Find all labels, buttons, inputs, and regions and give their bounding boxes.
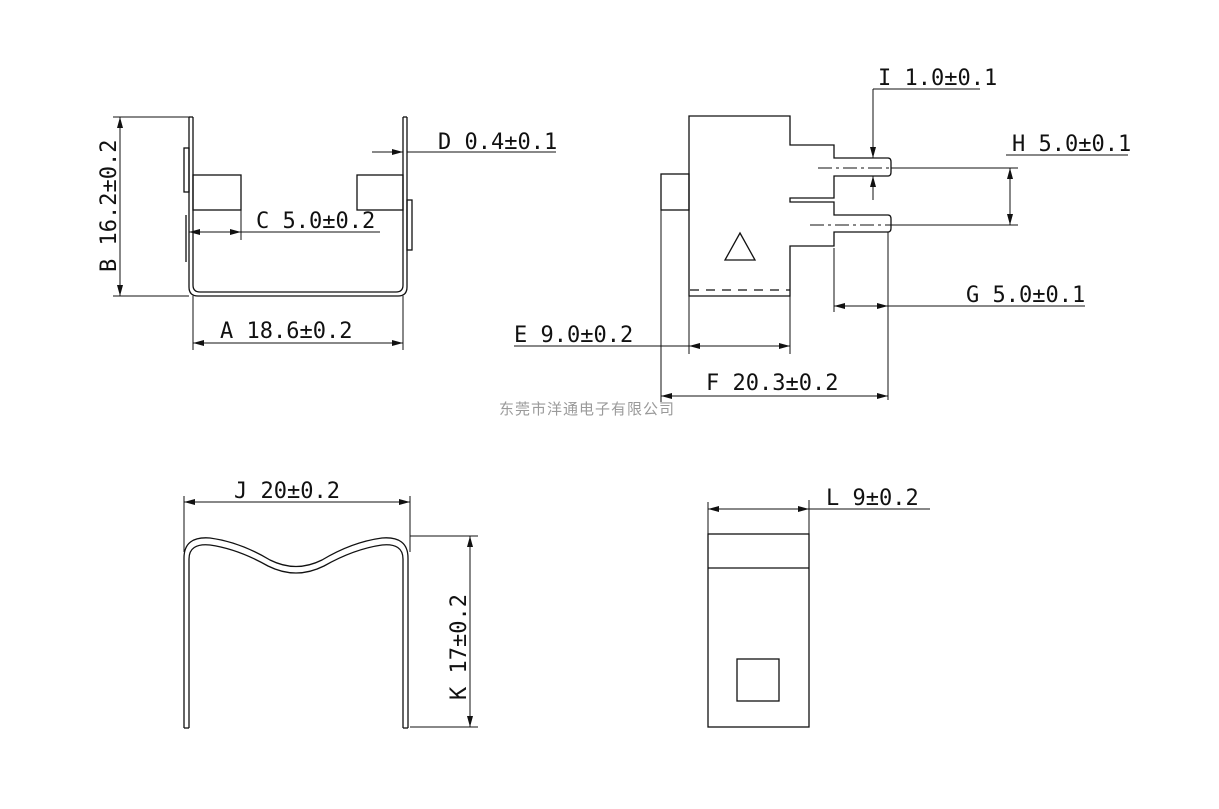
- curved-clip-view: J 20±0.2 K 17±0.2: [183, 479, 478, 729]
- curved-clip-inner: [188, 544, 404, 728]
- dim-l-label: L 9±0.2: [826, 486, 919, 511]
- left-tab: [192, 174, 242, 211]
- dim-a-label: A 18.6±0.2: [220, 319, 352, 344]
- dim-g-label: G 5.0±0.1: [966, 283, 1085, 308]
- top-view: L 9±0.2: [707, 486, 930, 728]
- dim-h-label: H 5.0±0.1: [1012, 132, 1131, 157]
- clip-inner-outline: [192, 117, 404, 293]
- dim-f-label: F 20.3±0.2: [706, 371, 838, 396]
- top-view-window: [736, 658, 780, 702]
- dim-b-label: B 16.2±0.2: [97, 140, 122, 272]
- curved-clip-outer: [183, 537, 409, 728]
- company-watermark: 东莞市洋通电子有限公司: [499, 400, 675, 418]
- dim-k-label: K 17±0.2: [447, 594, 472, 700]
- dim-e-label: E 9.0±0.2: [514, 323, 633, 348]
- polarity-triangle-icon: [723, 231, 757, 261]
- right-tab: [356, 174, 404, 211]
- dim-i-label: I 1.0±0.1: [878, 66, 997, 91]
- dim-j-label: J 20±0.2: [234, 479, 340, 504]
- side-left-block: [660, 173, 690, 211]
- side-body-outline: [688, 115, 892, 297]
- clip-outer-outline: [188, 117, 408, 297]
- top-view-body: [707, 533, 810, 728]
- side-view: I 1.0±0.1 H 5.0±0.1 G 5.0±0.1 E 9.0±0.2 …: [514, 66, 1131, 402]
- front-view: B 16.2±0.2 C 5.0±0.2 D 0.4±0.1 A 18.6±0.…: [97, 116, 557, 350]
- dim-d-label: D 0.4±0.1: [438, 130, 557, 155]
- dim-c-label: C 5.0±0.2: [256, 209, 375, 234]
